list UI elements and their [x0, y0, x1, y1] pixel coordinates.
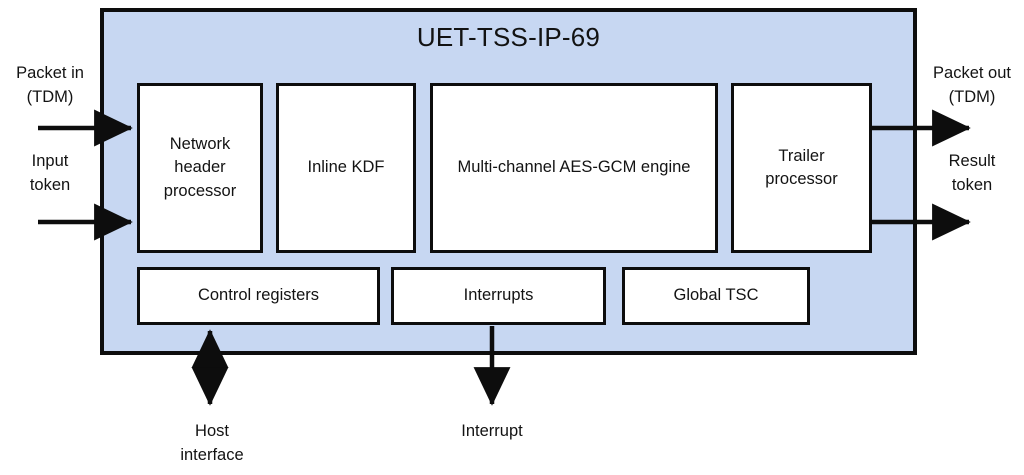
block-label-inline-kdf: Inline KDF [307, 158, 385, 177]
block-aes-gcm-engine: Multi-channel AES-GCM engine [430, 83, 718, 253]
block-interrupts: Interrupts [391, 267, 606, 325]
label-packet-in: Packet in (TDM) [16, 64, 84, 106]
block-label-network-header-processor: Network header processor [163, 134, 237, 200]
block-label-interrupts: Interrupts [463, 286, 534, 305]
label-host-interface: Host interface [180, 422, 244, 464]
chip-title: UET-TSS-IP-69 [416, 22, 601, 52]
block-global-tsc: Global TSC [622, 267, 810, 325]
block-label-global-tsc: Global TSC [673, 286, 759, 305]
label-packet-out: Packet out (TDM) [933, 64, 1011, 106]
block-label-trailer-processor: Trailer processor [765, 146, 838, 188]
block-label-aes-gcm-engine: Multi-channel AES-GCM engine [457, 158, 691, 177]
label-result-token: Result token [948, 152, 996, 194]
block-label-control-registers: Control registers [197, 286, 320, 305]
block-inline-kdf: Inline KDF [276, 83, 416, 253]
block-trailer-processor: Trailer processor [731, 83, 872, 253]
label-interrupt: Interrupt [461, 422, 523, 440]
label-input-token: Input token [29, 152, 71, 194]
block-network-header-processor: Network header processor [137, 83, 263, 253]
block-control-registers: Control registers [137, 267, 380, 325]
